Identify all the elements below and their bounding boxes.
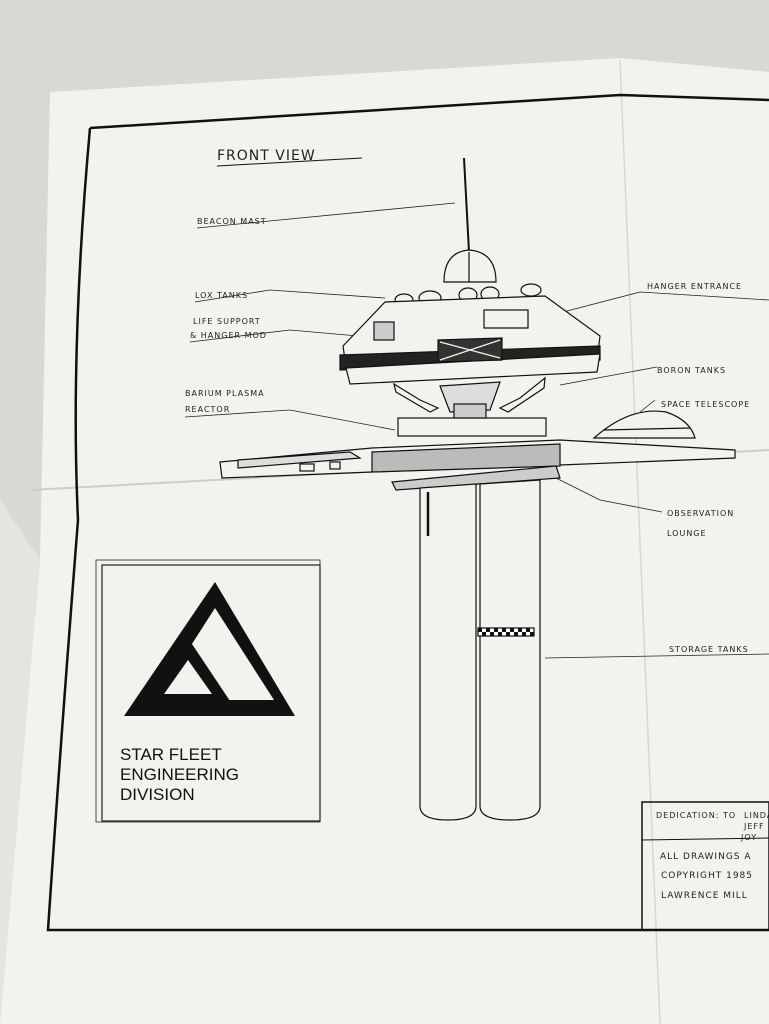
svg-text:BARIUM PLASMA: BARIUM PLASMA	[185, 389, 265, 398]
space-telescope-dome	[592, 410, 696, 439]
svg-text:DEDICATION: TO: DEDICATION: TO	[656, 811, 736, 820]
observation-lounge	[391, 465, 561, 491]
svg-text:BEACON MAST: BEACON MAST	[197, 217, 267, 226]
logo-line-2: ENGINEERING	[120, 765, 239, 784]
svg-text:LINDA: LINDA	[744, 811, 769, 820]
svg-text:LOUNGE: LOUNGE	[667, 529, 707, 538]
reactor-core	[453, 403, 487, 419]
svg-text:LIFE SUPPORT: LIFE SUPPORT	[193, 317, 261, 326]
svg-text:BORON TANKS: BORON TANKS	[657, 366, 726, 375]
label-lox-tanks: LOX TANKS	[194, 289, 386, 303]
boron-tank	[498, 376, 546, 413]
label-observation-lounge: OBSERVATION LOUNGE	[551, 475, 734, 538]
starfleet-triangle-logo	[124, 582, 295, 716]
svg-text:JEFF: JEFF	[743, 822, 765, 831]
hangar-entrance-panel	[483, 309, 529, 329]
svg-text:& HANGER MOD: & HANGER MOD	[190, 331, 267, 340]
title-block: DEDICATION: TO LINDA JEFF JOY ALL DRAWIN…	[641, 801, 769, 931]
label-beacon-mast: BEACON MAST	[196, 202, 456, 229]
svg-text:SPACE TELESCOPE: SPACE TELESCOPE	[661, 400, 750, 409]
truss-window	[329, 461, 341, 470]
storage-tank-left	[419, 483, 477, 821]
svg-text:STORAGE TANKS: STORAGE TANKS	[669, 645, 749, 654]
svg-text:LOX TANKS: LOX TANKS	[195, 291, 248, 300]
beacon-mast	[463, 157, 470, 253]
page-title: FRONT VIEW	[217, 148, 316, 164]
svg-text:REACTOR: REACTOR	[185, 405, 230, 414]
svg-text:JOY: JOY	[740, 833, 757, 842]
side-window	[373, 321, 395, 341]
logo-line-1: STAR FLEET	[120, 745, 222, 764]
svg-text:ALL DRAWINGS A: ALL DRAWINGS A	[660, 852, 752, 862]
border-frame	[46, 93, 769, 932]
boron-tank	[393, 382, 440, 413]
label-life-support: LIFE SUPPORT & HANGER MOD	[189, 317, 359, 343]
paper-sheet	[0, 58, 769, 1024]
svg-text:COPYRIGHT 1985: COPYRIGHT 1985	[661, 871, 753, 881]
logo-block: STAR FLEET ENGINEERING DIVISION	[95, 559, 321, 823]
label-boron-tanks: BORON TANKS	[559, 366, 726, 386]
svg-text:HANGER ENTRANCE: HANGER ENTRANCE	[647, 282, 742, 291]
truss-window	[299, 463, 315, 472]
beacon-dome	[443, 249, 497, 283]
reactor-ring	[397, 417, 547, 437]
label-space-telescope: SPACE TELESCOPE	[639, 399, 750, 413]
lox-tank	[520, 283, 542, 297]
storage-tank-right	[479, 479, 541, 821]
svg-text:OBSERVATION: OBSERVATION	[667, 509, 734, 518]
middle-band	[345, 353, 601, 385]
logo-line-3: DIVISION	[120, 785, 195, 804]
label-storage-tanks: STORAGE TANKS	[544, 645, 769, 659]
station-illustration	[219, 157, 736, 821]
svg-text:LAWRENCE MILL: LAWRENCE MILL	[661, 891, 748, 901]
fold-line-vertical	[619, 59, 661, 1024]
label-barium-plasma-reactor: BARIUM PLASMA REACTOR	[184, 389, 396, 431]
